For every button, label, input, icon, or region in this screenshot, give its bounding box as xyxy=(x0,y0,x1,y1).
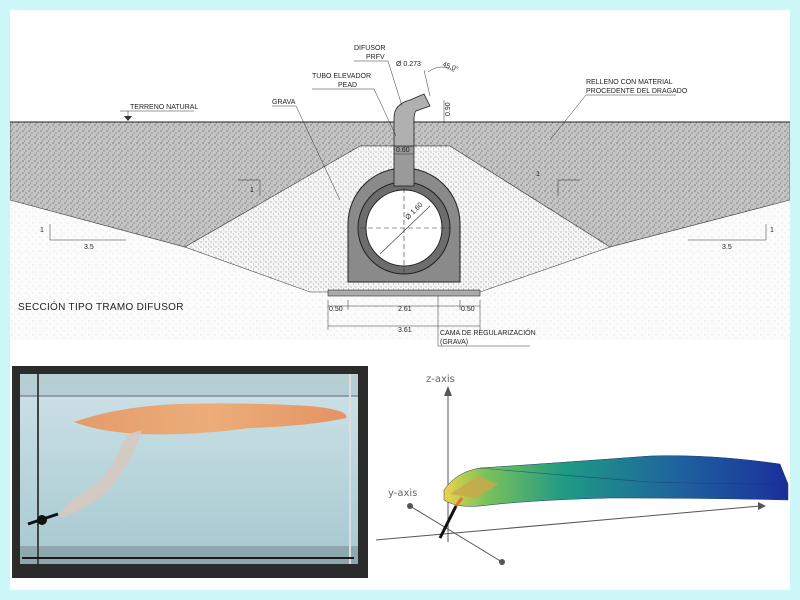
lab-tank-photo xyxy=(12,366,368,578)
label-terreno-natural: TERRENO NATURAL xyxy=(130,104,198,111)
plume-surface xyxy=(443,455,789,507)
slope-right-h: 3.5 xyxy=(722,244,732,251)
slope-left-v: 1 xyxy=(40,227,44,234)
diffuser-angle-label: 45.0° xyxy=(441,60,459,73)
diffuser-elbow xyxy=(393,93,431,147)
label-cama-grava: (GRAVA) xyxy=(440,339,468,346)
plot-3d: z-axis y-axis xyxy=(375,374,789,565)
figure-frame: Ø 1.60 0.50 2.61 0.50 3.61 0.60 0.90 45.… xyxy=(10,10,790,590)
dim-base-right: 0.50 xyxy=(461,306,475,313)
dim-base-total: 3.61 xyxy=(398,327,412,334)
label-cama: CAMA DE REGULARIZACIÓN xyxy=(440,328,536,337)
cross-section-drawing: Ø 1.60 0.50 2.61 0.50 3.61 0.60 0.90 45.… xyxy=(10,45,790,347)
x-axis xyxy=(375,505,761,541)
dim-riser-width: 0.60 xyxy=(396,147,410,154)
label-prfv: PRFV xyxy=(366,54,385,61)
dim-base-mid: 2.61 xyxy=(398,306,412,313)
slope-left-h: 3.5 xyxy=(84,244,94,251)
plume-spread-layer xyxy=(74,403,347,435)
diffuser-diameter-label: Ø 0.273 xyxy=(396,61,421,68)
label-tubo-elevador: TUBO ELEVADOR xyxy=(312,73,371,80)
label-difusor: DIFUSOR xyxy=(354,45,386,52)
figure-canvas: Ø 1.60 0.50 2.61 0.50 3.61 0.60 0.90 45.… xyxy=(10,45,790,578)
slope-right-v: 1 xyxy=(770,227,774,234)
gravel-slope-right: 1 xyxy=(536,171,540,178)
y-axis-label: y-axis xyxy=(388,488,417,499)
label-pead: PEAD xyxy=(338,82,357,89)
gravel-slope-left: 1 xyxy=(250,187,254,194)
label-relleno-1: RELLENO CON MATERIAL xyxy=(586,79,673,86)
section-title: SECCIÓN TIPO TRAMO DIFUSOR xyxy=(18,300,184,313)
label-relleno-2: PROCEDENTE DEL DRAGADO xyxy=(586,88,688,95)
base-slab xyxy=(327,289,481,297)
label-grava: GRAVA xyxy=(272,99,296,106)
z-axis-label: z-axis xyxy=(426,374,455,385)
dim-top-height: 0.90 xyxy=(445,102,452,116)
plume-rising xyxy=(58,430,142,518)
natural-ground-fill xyxy=(10,200,790,340)
dim-base-left: 0.50 xyxy=(329,306,343,313)
y-axis xyxy=(409,505,503,563)
